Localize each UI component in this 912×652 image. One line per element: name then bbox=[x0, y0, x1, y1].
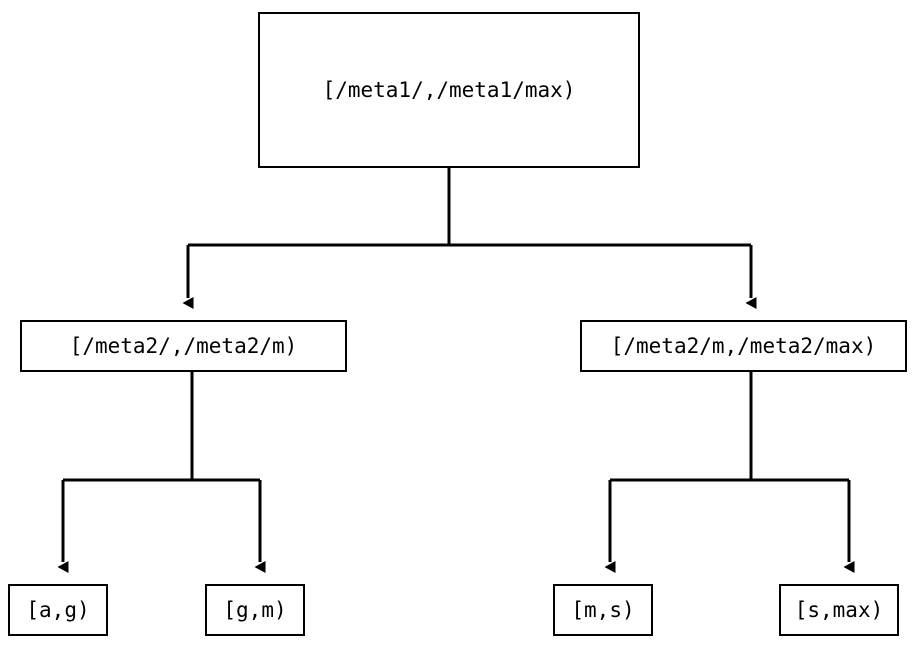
node-mid-left[interactable]: [/meta2/,/meta2/m) bbox=[20, 320, 347, 372]
node-leaf-m-s-label: [m,s) bbox=[571, 597, 635, 622]
node-leaf-s-max-label: [s,max) bbox=[794, 597, 884, 622]
node-leaf-m-s[interactable]: [m,s) bbox=[553, 584, 653, 636]
node-mid-right-label: [/meta2/m,/meta2/max) bbox=[610, 333, 877, 358]
node-leaf-s-max[interactable]: [s,max) bbox=[779, 584, 899, 636]
node-leaf-a-g-label: [a,g) bbox=[26, 597, 90, 622]
node-leaf-g-m-label: [g,m) bbox=[223, 597, 287, 622]
node-root[interactable]: [/meta1/,/meta1/max) bbox=[258, 12, 640, 168]
node-leaf-g-m[interactable]: [g,m) bbox=[205, 584, 305, 636]
node-mid-left-label: [/meta2/,/meta2/m) bbox=[69, 333, 298, 358]
node-root-label: [/meta1/,/meta1/max) bbox=[322, 77, 576, 102]
node-mid-right[interactable]: [/meta2/m,/meta2/max) bbox=[580, 320, 907, 372]
node-leaf-a-g[interactable]: [a,g) bbox=[8, 584, 108, 636]
